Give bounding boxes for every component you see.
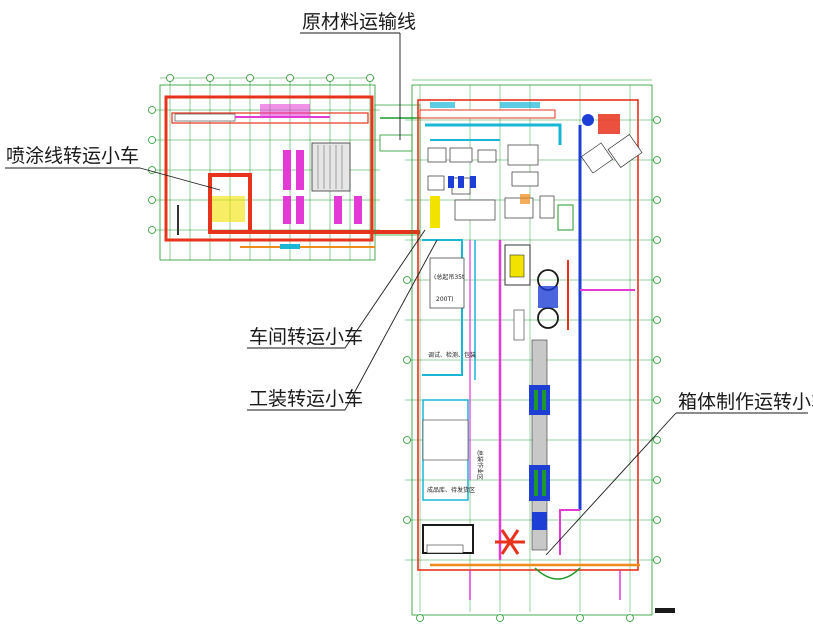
box-cart-leader [545,412,677,556]
orange-station [520,194,530,204]
left-yellow-zone [212,196,245,222]
test-area-label: 调试、检测、包装 [428,351,476,359]
connector-bay [374,104,421,236]
callout-box-transfer-cart: 箱体制作运转小车 [678,391,813,413]
yellow-station [430,196,440,228]
left-building-wall [164,95,374,242]
drying-chamber [311,142,351,192]
spray-booths [283,150,362,224]
raw-material-gate [379,134,413,152]
top-right-blue-tank [582,114,594,126]
lifting-zone [429,257,465,309]
right-building-wall [417,99,639,571]
drying-chamber-hatch [317,145,343,189]
left-axis-markers [148,74,374,234]
bottom-arc [534,567,581,580]
callout-raw-material-line: 原材料运输线 [302,11,416,33]
scale-bar [655,608,675,613]
left-building [148,74,420,261]
workshop-cart-leader [344,229,426,349]
callout-workshop-cart: 车间转运小车 [249,326,363,348]
spray-cart-leader [139,167,221,191]
rotated-equipment-2 [580,142,614,174]
capacity-note-1: (总起吊35t [434,273,465,281]
callout-spray-line-cart: 喷涂线转运小车 [6,145,139,167]
rotated-equipment-1 [607,134,643,168]
top-cyan-label-box [430,102,455,108]
green-cabinet [557,204,574,231]
left-equipment-box [174,113,236,122]
office-strip [419,109,556,119]
spray-line-path [208,173,420,234]
right-building: (总起吊35t 200T) 调试、检测、包装 总装作业区 成品库、待发货区 [403,79,675,622]
left-pump-group [260,104,310,116]
magenta-pipe-lower [559,509,580,555]
turning-cart-mark [495,529,525,555]
assembly-area-label: 总装作业区 [476,450,484,480]
left-cyan-block [280,244,300,249]
machine-blue-units [448,176,476,188]
box-station-details [534,390,546,496]
leader-lines [5,32,808,556]
tooling-cart-leader [344,239,438,411]
capacity-note-2: 200T) [436,296,453,303]
right-axis-markers [403,116,661,622]
machining-cells [427,144,555,221]
turntable-2 [537,307,559,329]
top-right-red-unit [598,114,620,134]
press-station [504,244,531,286]
storage-area-label: 成品库、待发货区 [427,486,475,494]
top-cyan-pipe [425,123,562,145]
callout-tooling-cart: 工装转运小车 [249,388,363,410]
right-building-dim-frame [411,84,653,616]
